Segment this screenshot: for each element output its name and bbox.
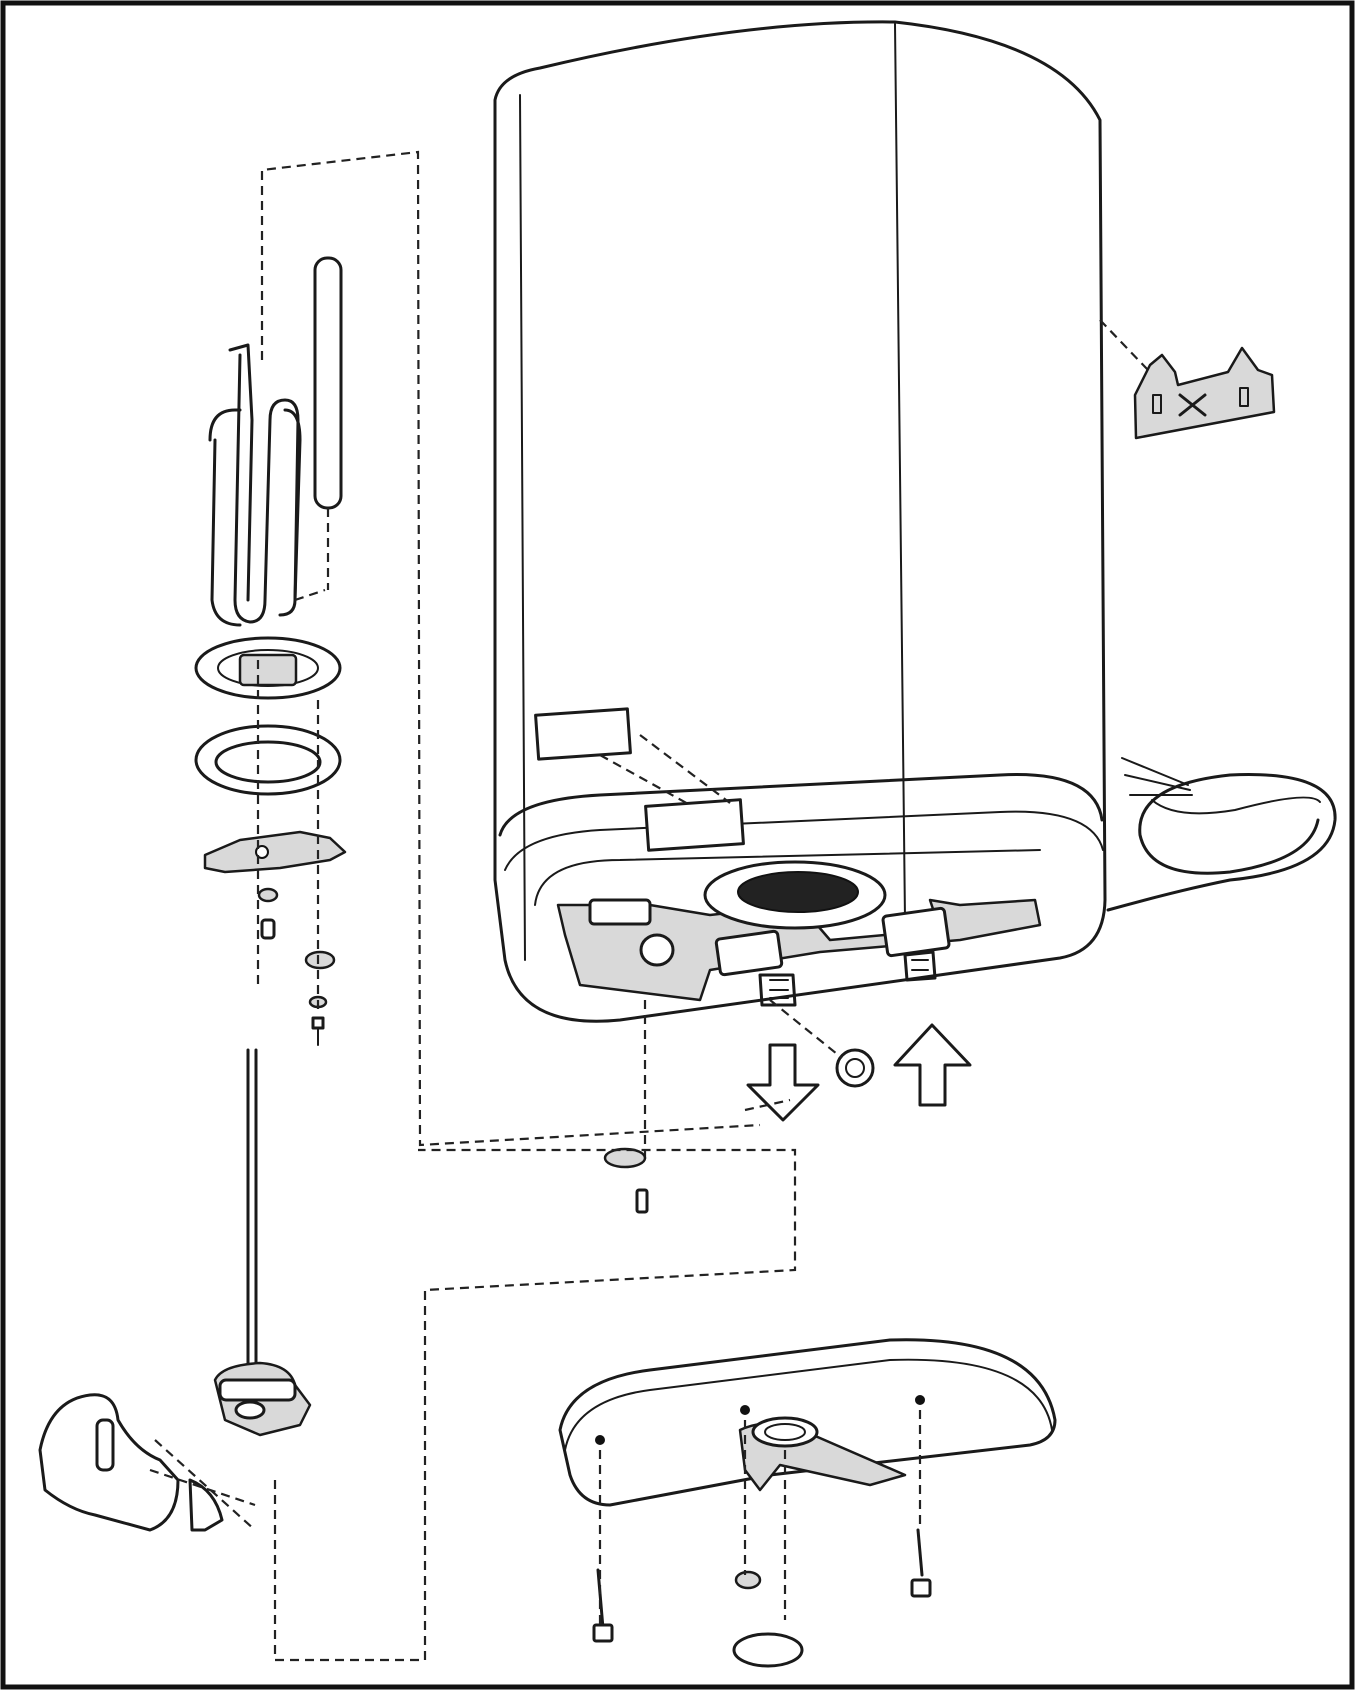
rating-label-upper — [534, 707, 632, 761]
cover-screw-center — [603, 1147, 649, 1214]
dashed-path-element — [260, 150, 761, 1147]
rating-label-lower — [644, 798, 745, 852]
flange-gasket — [194, 724, 342, 796]
element-clamp-plate — [203, 830, 347, 874]
tank-body — [493, 20, 1107, 1023]
tank-underside — [556, 860, 1042, 1007]
power-cable — [1106, 757, 1337, 912]
clamp-nut-and-screw — [257, 887, 336, 1046]
thermostat — [213, 1048, 312, 1437]
inlet-arrow-up — [893, 1023, 972, 1107]
element-flange — [194, 636, 342, 700]
heating-element — [208, 343, 302, 627]
outlet-arrow-down — [746, 1043, 820, 1122]
thermostat-cover — [38, 1393, 224, 1532]
bottom-cover — [558, 1338, 1057, 1507]
drain-cap — [732, 1632, 804, 1668]
inlet-nut — [835, 1048, 875, 1088]
magnesium-anode — [313, 256, 343, 590]
wall-bracket — [1099, 319, 1276, 440]
